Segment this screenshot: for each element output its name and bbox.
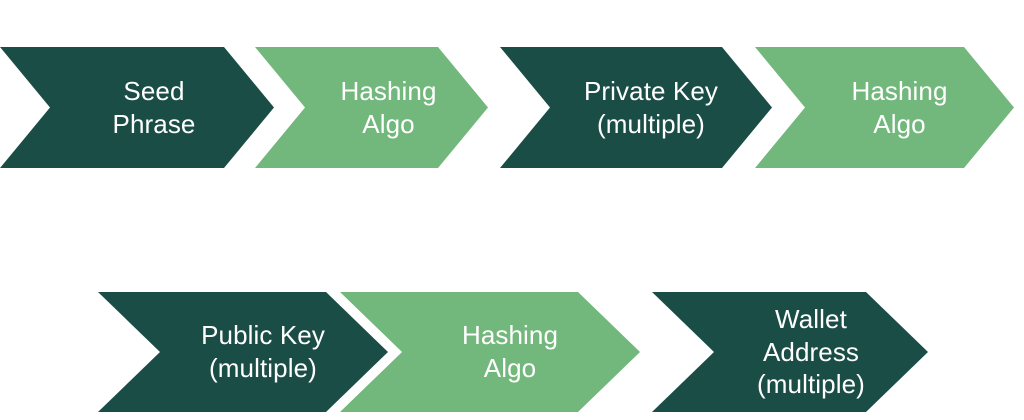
flow-step-label: Hashing Algo (340, 75, 437, 139)
flow-step-label: Hashing Algo (851, 75, 948, 139)
flow-step-label: Seed Phrase (112, 75, 196, 139)
flow-step-private-key[interactable]: Private Key (multiple) (500, 47, 772, 168)
flow-step-hashing-algo-1[interactable]: Hashing Algo (255, 47, 488, 168)
flow-step-label: Private Key (multiple) (583, 75, 719, 139)
flow-step-hashing-algo-2[interactable]: Hashing Algo (755, 47, 1014, 168)
flow-step-label: Wallet Address (multiple) (757, 303, 865, 400)
flow-step-wallet-address[interactable]: Wallet Address (multiple) (652, 292, 928, 412)
flow-step-label: Public Key (multiple) (201, 320, 325, 383)
flow-step-public-key[interactable]: Public Key (multiple) (98, 292, 388, 412)
flow-step-seed-phrase[interactable]: Seed Phrase (0, 47, 274, 168)
flow-step-label: Hashing Algo (461, 320, 559, 383)
